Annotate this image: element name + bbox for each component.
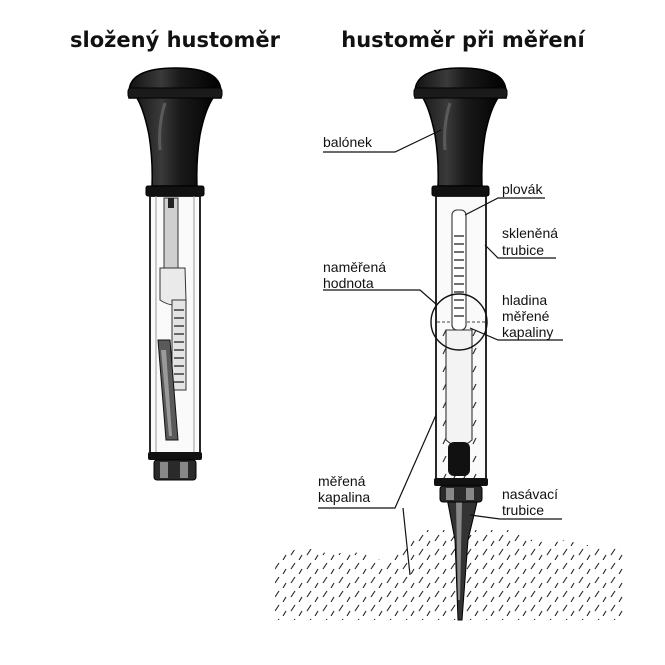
bottom-stopper-right	[434, 478, 488, 503]
folded-hydrometer	[127, 67, 223, 481]
leader-merena-kapalina	[318, 414, 437, 509]
reading-circle	[430, 293, 488, 351]
label-nasavaci-1: nasávací	[502, 486, 558, 502]
title-right: hustoměr při měření	[341, 28, 586, 52]
label-hladina-3: kapaliny	[502, 324, 553, 340]
measuring-hydrometer	[275, 67, 625, 621]
leader-plovak	[464, 197, 545, 216]
rubber-bulb-right	[413, 67, 508, 197]
float	[445, 209, 473, 476]
label-nasavaci-2: trubice	[502, 502, 544, 518]
label-hladina-1: hladina	[502, 292, 547, 308]
rubber-bulb-left	[127, 67, 223, 197]
leader-namerena-hodnota	[323, 289, 437, 305]
leader-sklenena-trubice	[484, 244, 556, 259]
label-merena-1: měřená	[318, 473, 366, 489]
leader-balonek	[323, 129, 442, 153]
leader-merena-kapalina-2	[402, 507, 411, 576]
label-sklenena-2: trubice	[502, 242, 544, 258]
measured-liquid-area	[275, 530, 625, 620]
label-plovak: plovák	[502, 181, 543, 197]
label-namerena-2: hodnota	[323, 275, 374, 291]
label-balonek: balónek	[323, 134, 373, 150]
label-sklenena-1: skleněná	[502, 225, 558, 241]
bottom-stopper-left	[148, 452, 202, 481]
stored-parts-left	[157, 197, 187, 441]
label-hladina-2: měřené	[502, 308, 550, 324]
label-merena-2: kapalina	[318, 489, 370, 505]
title-left: složený hustoměr	[70, 28, 281, 52]
label-namerena-1: naměřená	[323, 259, 386, 275]
leader-nasavaci-trubice	[469, 514, 562, 520]
leader-hladina	[469, 327, 563, 341]
